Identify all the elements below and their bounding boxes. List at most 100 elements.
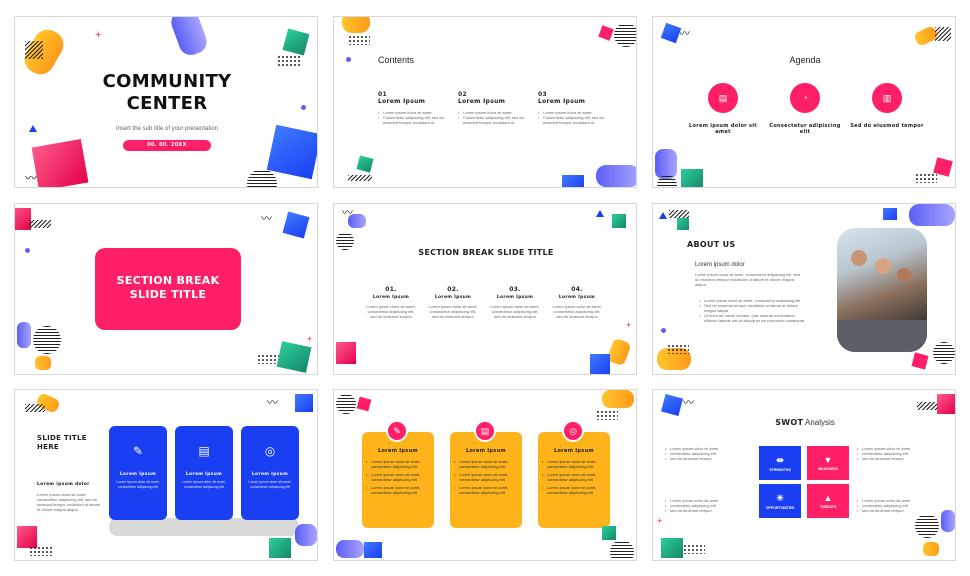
bullet: consectetur adipiscing elit [665, 451, 751, 456]
slide-thumbnail-6[interactable]: About Us Lorem ipsum dolor Lorem ipsum d… [652, 203, 956, 375]
quadrant-label: Threats [819, 505, 837, 509]
stripe-decoration [25, 41, 43, 59]
slide2-heading: Contents [378, 55, 415, 65]
dot-grid-decoration [29, 546, 53, 556]
dot-grid-decoration [683, 544, 705, 554]
circle-stripe-decoration [610, 540, 634, 560]
slide-thumbnail-7[interactable]: 〰 Slide Title Here Lorem ipsum dolor Lor… [14, 389, 318, 561]
stripe-decoration [669, 210, 689, 218]
bullet: Lorem ipsum dolor sit amet, consectetur … [366, 485, 430, 495]
green-cube-shape [677, 218, 689, 230]
dot-grid-decoration [667, 344, 689, 354]
bullet: Lorem ipsum dolor sit amet, consectetur … [454, 472, 518, 482]
yellow-cylinder-shape [342, 17, 370, 33]
card-title: Lorem Ipsum [554, 448, 594, 454]
card-bullets: Lorem ipsum dolor sit amet, consectetur … [366, 459, 430, 495]
bullet: Consectetur adipiscing elit, sed do eius… [538, 115, 604, 125]
bullet: Ut enim ad minim veniam, quis nostrud ex… [699, 313, 807, 323]
blue-cube-shape [883, 208, 897, 220]
pink-cube-shape [911, 352, 929, 370]
purple-cylinder-shape [348, 214, 366, 228]
card-title: Lorem Ipsum [251, 472, 289, 477]
quadrant-label: Strengths [769, 467, 791, 472]
bullet: Lorem ipsum dolor sit amet, consectetur … [454, 485, 518, 495]
bullet: consectetur adipiscing elit [665, 503, 751, 508]
swot-notes-left-bottom: Lorem ipsum dolor sit amet consectetur a… [665, 498, 751, 513]
green-cube-shape [661, 538, 683, 558]
purple-cylinder-shape [295, 524, 317, 546]
stripe-decoration [917, 402, 937, 410]
col-bullets: Lorem ipsum dolor sit amet. Consectetur … [458, 110, 524, 125]
bar-chart-icon: ▥ [872, 83, 902, 113]
thumbs-down-icon: ▼ [823, 455, 833, 465]
bullet: Consectetur adipiscing elit, sed do eius… [458, 115, 524, 125]
dot-grid-decoration [257, 354, 279, 364]
pink-cube-shape [15, 208, 31, 230]
pink-cube-shape [356, 396, 372, 412]
slide-thumbnail-9[interactable]: 〰 SWOT Analysis Lorem ipsum dolor sit am… [652, 389, 956, 561]
agenda-item-1: ▤ Lorem ipsum dolor sit amet [683, 83, 763, 135]
wave-decoration: 〰 [261, 213, 272, 225]
edit-icon: ✎ [132, 444, 144, 458]
section-break-box: Section Break Slide Title [95, 248, 241, 330]
blue-cube-shape [364, 542, 382, 558]
table-surface [837, 320, 927, 352]
wave-decoration: 〰 [683, 397, 694, 409]
bullet: sed do eiusmod tempor [857, 508, 943, 513]
circle-stripe-decoration [614, 23, 636, 47]
swot-notes-left-top: Lorem ipsum dolor sit amet consectetur a… [665, 446, 751, 461]
feature-card-2: ▤ Lorem Ipsum Lorem ipsum dolor sit amet… [175, 426, 233, 520]
bullet: sed do eiusmod tempor [665, 456, 751, 461]
bullet: Lorem ipsum dolor sit amet [665, 498, 751, 503]
slide6-sub: Lorem ipsum dolor [695, 262, 745, 268]
swot-title-rest: Analysis [805, 418, 835, 427]
slide7-sub: Lorem ipsum dolor [37, 482, 90, 487]
info-card-2-content: Lorem Ipsum Lorem ipsum dolor sit amet, … [454, 448, 518, 495]
slide-thumbnail-1[interactable]: + Community center Insert the sub title … [14, 16, 318, 188]
feature-card-1: ✎ Lorem Ipsum Lorem ipsum dolor sit amet… [109, 426, 167, 520]
feature-card-3: ◎ Lorem Ipsum Lorem ipsum dolor sit amet… [241, 426, 299, 520]
bullet: Lorem ipsum dolor sit amet, consectetur … [454, 459, 518, 469]
plus-decoration: + [95, 29, 102, 41]
swot-notes-right-bottom: Lorem ipsum dolor sit amet consectetur a… [857, 498, 943, 513]
slide-thumbnail-3[interactable]: 〰 Agenda ▤ Lorem ipsum dolor sit amet ◔ … [652, 16, 956, 188]
purple-cylinder-shape [17, 322, 31, 348]
circle-stripe-decoration [915, 514, 939, 538]
lightbulb-icon: ☀ [775, 492, 785, 503]
wave-decoration: 〰 [342, 207, 353, 219]
pink-cube-shape [17, 526, 37, 548]
bullet: Lorem ipsum dolor sit amet, consectetur … [699, 298, 807, 303]
dot-grid-decoration [348, 35, 370, 45]
blue-triangle [659, 212, 667, 219]
bullet: sed do eiusmod tempor [665, 508, 751, 513]
col-title: Lorem Ipsum [372, 295, 410, 300]
bullet: Lorem ipsum dolor sit amet, consectetur … [366, 472, 430, 482]
col-bullets: Lorem ipsum dolor sit amet. Consectetur … [378, 110, 444, 125]
pink-cube-shape [937, 394, 955, 414]
slide-thumbnail-4[interactable]: 〰 Section Break Slide Title + [14, 203, 318, 375]
section-col-1: 01. Lorem Ipsum Lorem ipsum dolor sit am… [366, 286, 416, 319]
card-bullets: Lorem ipsum dolor sit amet, consectetur … [454, 459, 518, 495]
purple-cylinder-shape [336, 540, 364, 558]
purple-dot [25, 248, 30, 253]
col-text: Lorem ipsum dolor sit amet, consectetur … [366, 304, 416, 319]
slide-thumbnail-8[interactable]: ✎ Lorem Ipsum Lorem ipsum dolor sit amet… [333, 389, 637, 561]
slide-thumbnail-2[interactable]: Contents 01 Lorem Ipsum Lorem ipsum dolo… [333, 16, 637, 188]
section-col-3: 03. Lorem Ipsum Lorem ipsum dolor sit am… [490, 286, 540, 319]
green-cube-shape [681, 169, 703, 187]
plus-decoration: + [307, 334, 313, 344]
slide6-bullets: Lorem ipsum dolor sit amet, consectetur … [699, 298, 807, 323]
slide6-heading: About Us [687, 240, 736, 249]
bullet: Lorem ipsum dolor sit amet. [458, 110, 524, 115]
pie-chart-icon: ◔ [790, 83, 820, 113]
slide1-title: Community center [75, 71, 259, 115]
swot-title-bold: SWOT [775, 418, 804, 427]
col-text: Lorem ipsum dolor sit amet, consectetur … [428, 304, 478, 319]
card-title: Lorem Ipsum [185, 472, 223, 477]
col-num: 03. [509, 286, 521, 293]
green-cube-shape [276, 341, 312, 373]
green-cube-shape [602, 526, 616, 540]
slide-thumbnail-5[interactable]: 〰 Section Break Slide Title 01. Lorem Ip… [333, 203, 637, 375]
dot-grid-decoration [915, 173, 937, 183]
